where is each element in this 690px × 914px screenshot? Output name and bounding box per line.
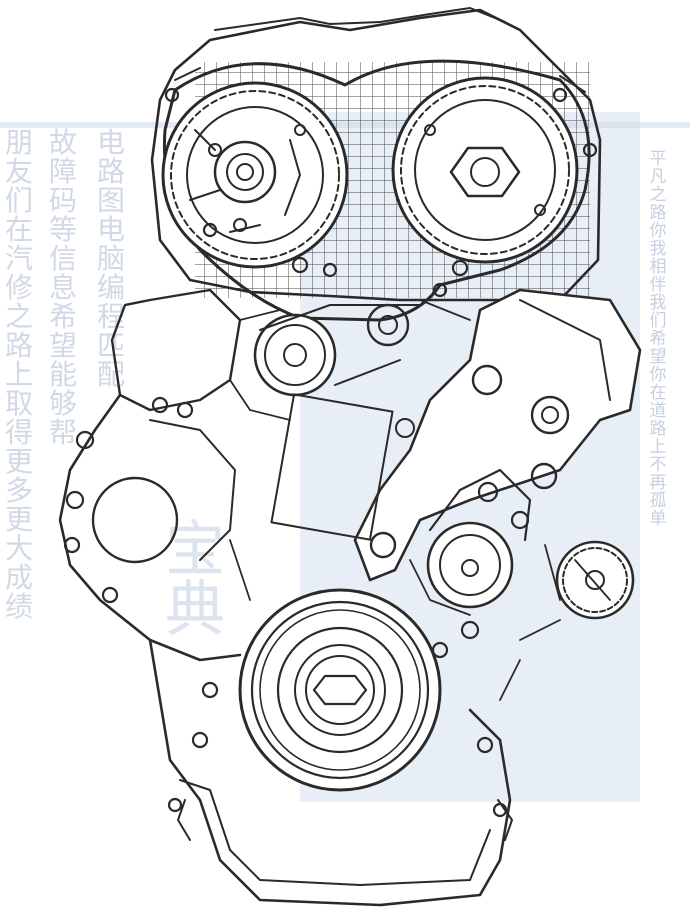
watermark-column-3: 电路图电脑编程匹配: [96, 126, 125, 391]
crankshaft-pulley: [238, 588, 442, 792]
watermark-column-1: 朋友们在汽修之路上取得更多更大成绩: [4, 126, 33, 623]
left-cam-sprocket: [161, 81, 349, 269]
idler-pulley: [253, 303, 421, 397]
detail-lines: [229, 299, 561, 701]
cover-bolts: [164, 87, 598, 298]
timing-belt: [162, 59, 591, 322]
belt-tensioner: [426, 468, 532, 609]
watermark-column-right: 平凡之路你我相伴我们希望你在道路上不再孤单: [649, 149, 667, 529]
small-sprocket: [544, 540, 635, 620]
oil-pan: [148, 620, 513, 907]
right-cam-sprocket: [391, 76, 579, 264]
watermark-column-2: 故障码等信息希望能够帮: [48, 126, 77, 449]
accessory-bracket: [270, 288, 642, 582]
lower-timing-cover: [58, 288, 242, 662]
